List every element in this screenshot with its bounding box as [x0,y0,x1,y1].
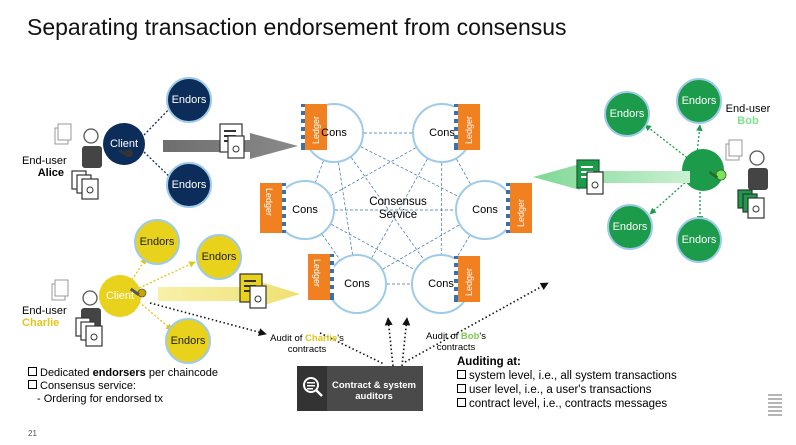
ledger-block [454,256,480,302]
ledger-label: Ledger [311,116,321,144]
bullet-item: Consensus service: [28,380,218,393]
slide-title: Separating transaction endorsement from … [27,14,567,40]
cons-label: Cons [344,278,370,290]
user-icon-charlie [51,279,103,347]
auditors-box-label: Contract & system auditors [332,380,416,402]
page-number: 21 [28,429,37,438]
client-node-bob [682,149,724,191]
ledger-label: Ledger [464,268,474,296]
user-label-bob: End-user Bob [725,103,771,127]
client-node-alice [103,123,145,165]
ledger-label: Ledger [264,188,274,216]
client-label: Client [105,290,135,302]
endorser-label: Endors [171,94,207,106]
ledger-block [454,104,480,150]
key-icon [118,148,133,158]
ledger-label: Ledger [464,116,474,144]
auditors-box [297,366,423,411]
user-icon-bob [725,139,768,219]
document-icon [576,159,604,195]
user-label-alice: End-user Alice [22,155,67,179]
user-label-charlie: End-user Charlie [22,305,67,329]
endorser-label: Endors [201,251,237,263]
endorser-node [166,162,212,208]
endorser-label: Endors [612,221,648,233]
user-icon-alice [54,123,102,200]
auditing-item: system level, i.e., all system transacti… [457,369,677,383]
ledger-blocks [260,104,532,302]
cons-label: Cons [429,127,455,139]
endorser-node [607,204,653,250]
endorser-node [676,78,722,124]
bullet-list: Dedicated endorsers per chaincode Consen… [28,367,218,406]
ledger-label: Ledger [312,259,322,287]
endorser-node [604,91,650,137]
audit-arrows [149,282,549,367]
audit-label-charlie: Audit of Charlie's contracts [270,333,344,355]
client-node-charlie [99,275,141,317]
bullet-item: - Ordering for endorsed tx [37,393,163,405]
audit-label-bob: Audit of Bob's contracts [426,331,486,353]
endorser-label: Endors [681,234,717,246]
cons-label: Cons [428,278,454,290]
auditing-list: Auditing at: system level, i.e., all sys… [457,355,677,411]
document-icon [239,273,267,309]
auditing-item: user level, i.e., a user's transactions [457,383,677,397]
charlie-submit-arrow [158,281,300,307]
endorser-node [196,234,242,280]
alice-section [54,77,298,208]
client-label: Client [688,164,718,176]
consensus-service-label: Consensus Service [369,196,427,221]
cons-label: Cons [321,127,347,139]
auditing-heading: Auditing at: [457,356,521,368]
bullet-item: Dedicated endorsers per chaincode [28,367,218,380]
client-label: Client [109,138,139,150]
endorser-node [166,77,212,123]
ibm-logo [768,394,782,416]
cons-label: Cons [472,204,498,216]
key-icon [708,169,727,181]
charlie-section [51,219,300,364]
endorser-node [165,318,211,364]
ledger-block [308,254,334,300]
auditing-item: contract level, i.e., contracts messages [457,397,677,411]
ledger-label: Ledger [516,199,526,227]
ledger-block [301,104,327,150]
document-icon [219,123,245,159]
bob-submit-arrow [533,164,690,190]
endorser-label: Endors [171,179,207,191]
endorser-node [134,219,180,265]
cons-label: Cons [292,204,318,216]
endorser-node [676,217,722,263]
endorser-label: Endors [681,95,717,107]
ledger-block [506,183,532,233]
key-icon [129,287,147,298]
endorser-label: Endors [139,236,175,248]
endorser-label: Endors [170,335,206,347]
endorser-label: Endors [609,108,645,120]
ledger-block [260,183,286,233]
bob-section [533,78,768,263]
